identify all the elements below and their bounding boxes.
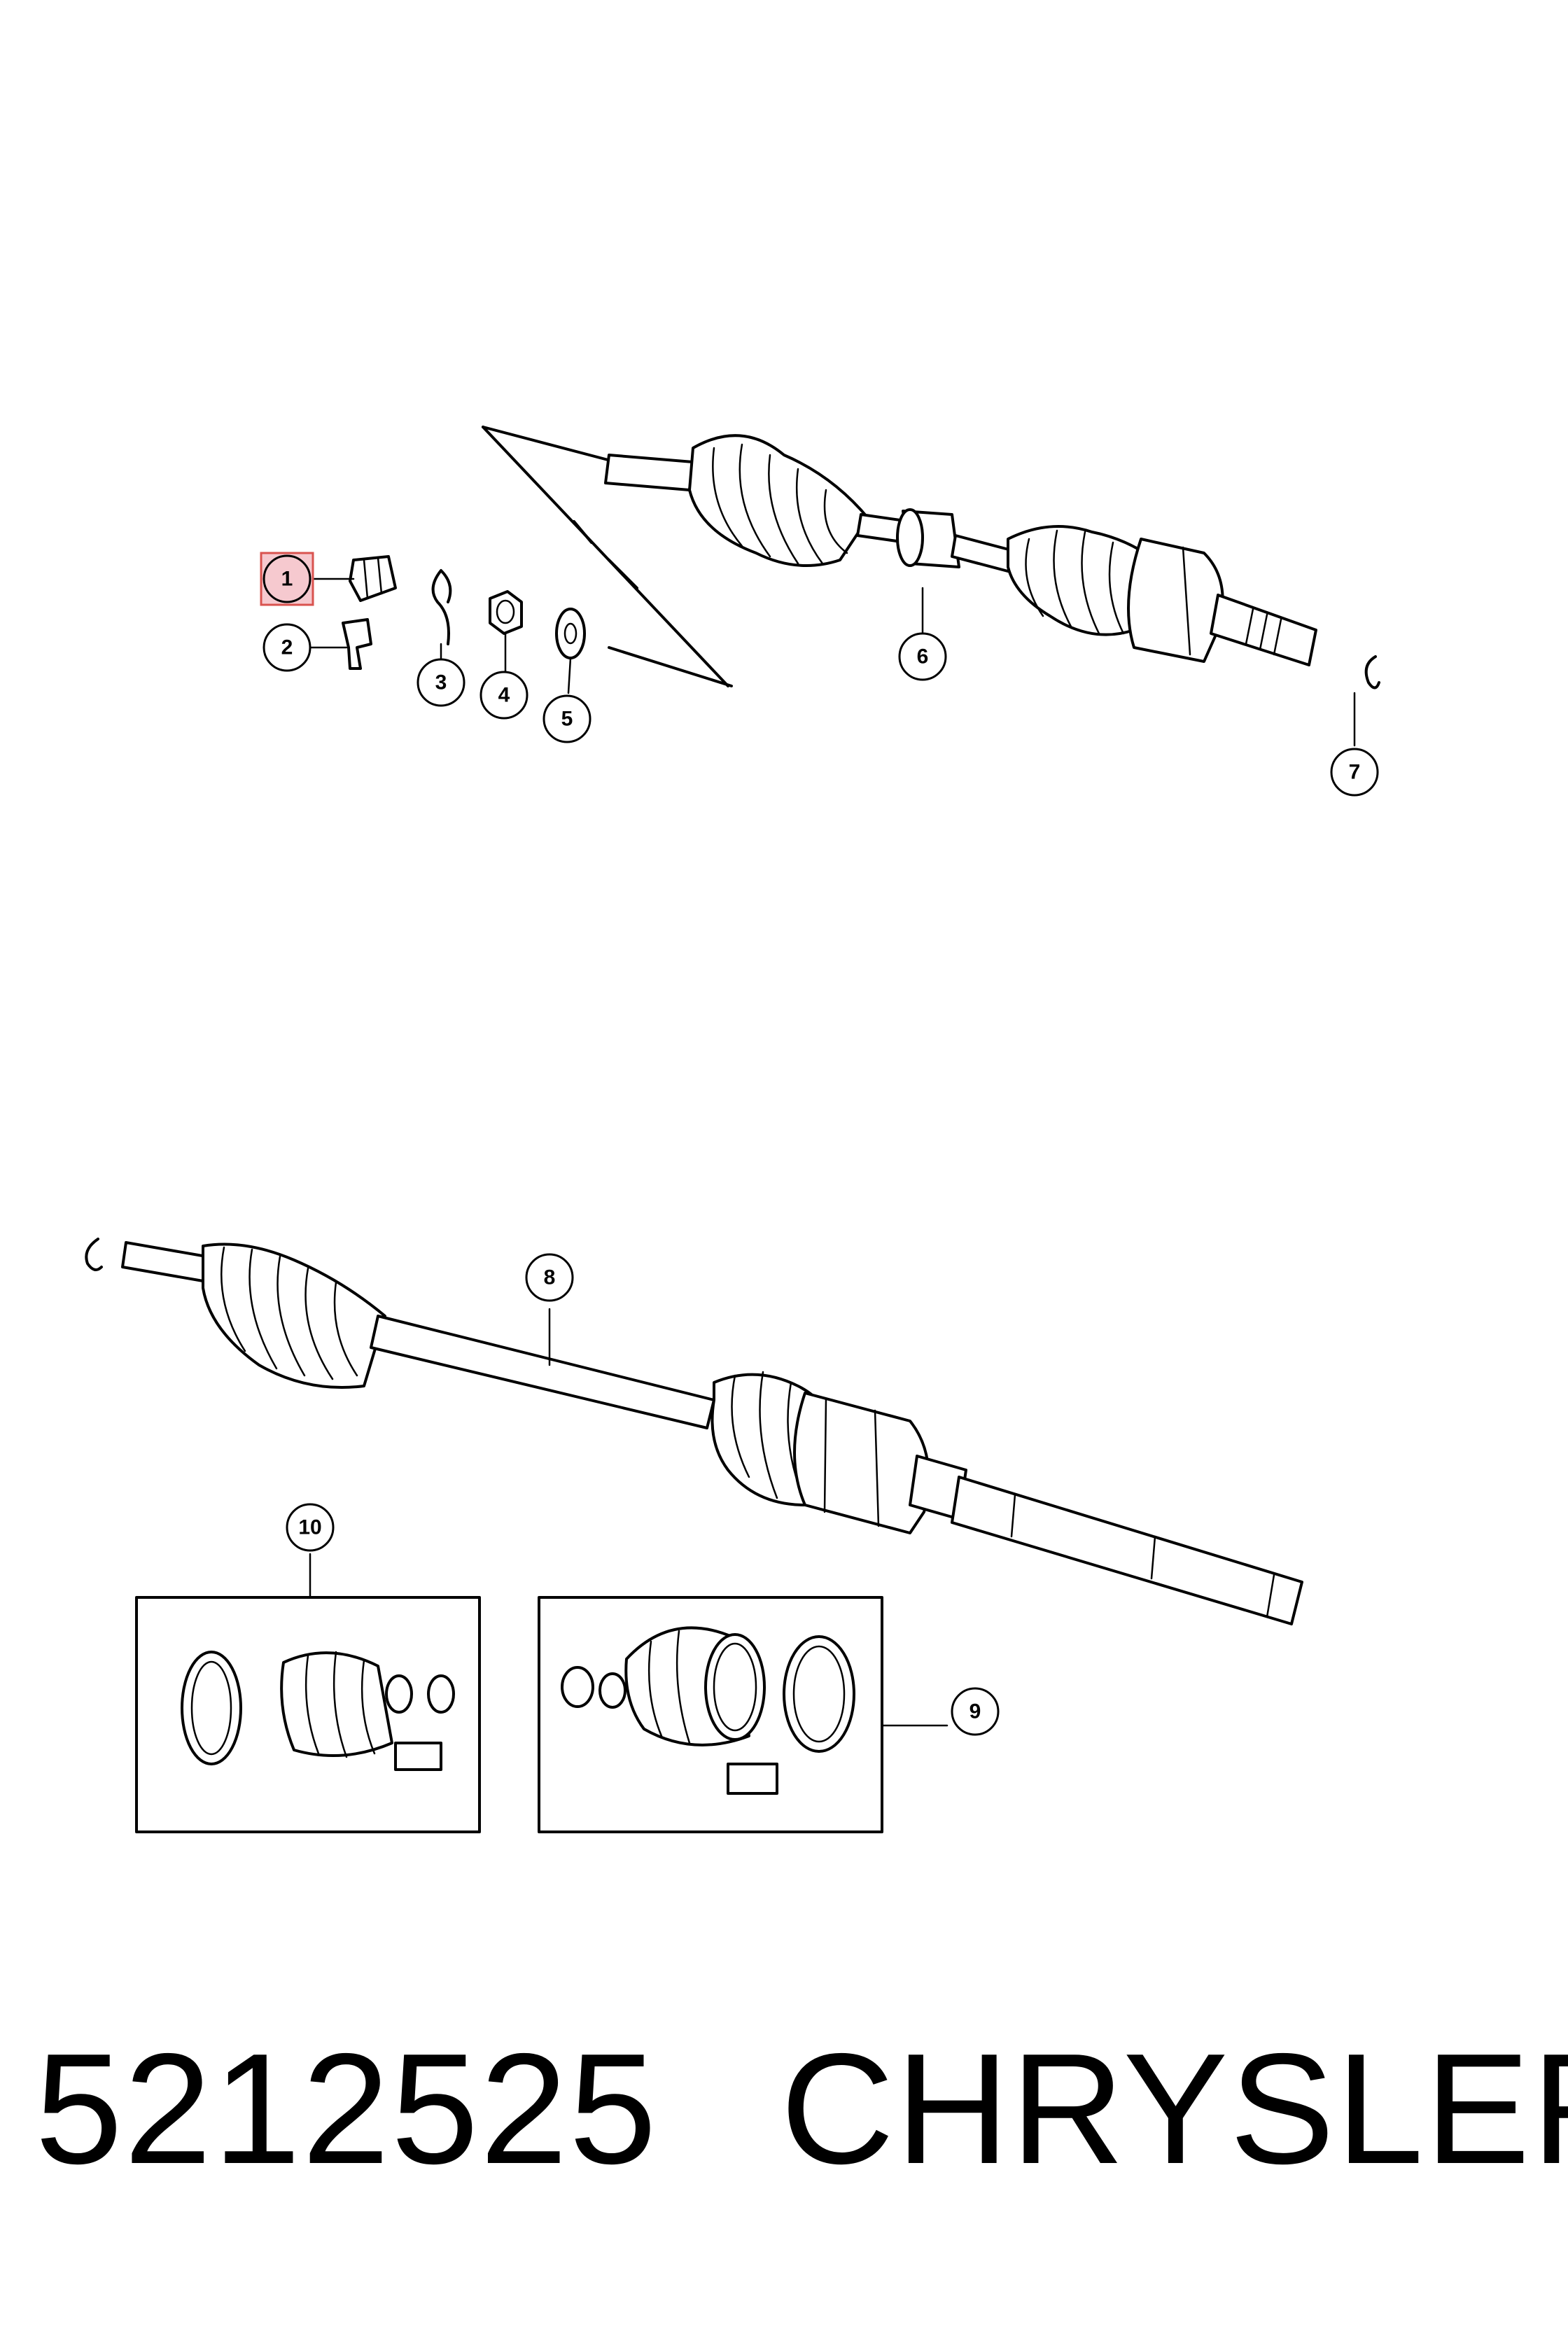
callout-8-label: 8 bbox=[544, 1266, 556, 1289]
callout-9[interactable]: 9 bbox=[951, 1687, 1000, 1736]
lower-circlip bbox=[85, 1238, 103, 1271]
callout-3-label: 3 bbox=[435, 671, 447, 694]
kit-box-10 bbox=[135, 1596, 481, 1833]
callout-5[interactable]: 5 bbox=[542, 694, 592, 743]
callout-1[interactable]: 1 bbox=[260, 552, 314, 606]
castle-nut bbox=[349, 555, 397, 602]
callout-2[interactable]: 2 bbox=[262, 623, 312, 672]
callout-7-label: 7 bbox=[1349, 761, 1361, 784]
callout-5-label: 5 bbox=[561, 708, 573, 731]
callout-1-label: 1 bbox=[281, 568, 293, 591]
kit-box-9 bbox=[538, 1596, 883, 1833]
callout-2-label: 2 bbox=[281, 636, 293, 659]
callout-10-label: 10 bbox=[298, 1516, 321, 1539]
brand-name: CHRYSLER bbox=[780, 2020, 1568, 2197]
leader-lines-upper bbox=[309, 578, 1356, 747]
cotter-pin bbox=[431, 569, 452, 645]
part-number: 5212525 bbox=[35, 2020, 658, 2197]
callout-4[interactable]: 4 bbox=[479, 671, 528, 720]
callout-6[interactable]: 6 bbox=[898, 632, 947, 681]
hardware-parts bbox=[342, 555, 1380, 690]
nut-retainer bbox=[342, 618, 372, 670]
callout-4-label: 4 bbox=[498, 684, 510, 707]
washer bbox=[555, 608, 586, 659]
callout-10[interactable]: 10 bbox=[286, 1503, 335, 1552]
callout-7[interactable]: 7 bbox=[1330, 748, 1379, 797]
hex-nut bbox=[489, 590, 523, 635]
leader-lines-lower bbox=[309, 1308, 948, 1727]
callout-9-label: 9 bbox=[969, 1700, 981, 1723]
circlip bbox=[1364, 655, 1380, 690]
callout-6-label: 6 bbox=[917, 645, 929, 668]
lower-shaft-assembly bbox=[85, 1238, 1303, 1625]
callout-8[interactable]: 8 bbox=[525, 1253, 574, 1302]
callout-3[interactable]: 3 bbox=[416, 658, 465, 707]
upper-shaft-assembly bbox=[482, 426, 1317, 687]
